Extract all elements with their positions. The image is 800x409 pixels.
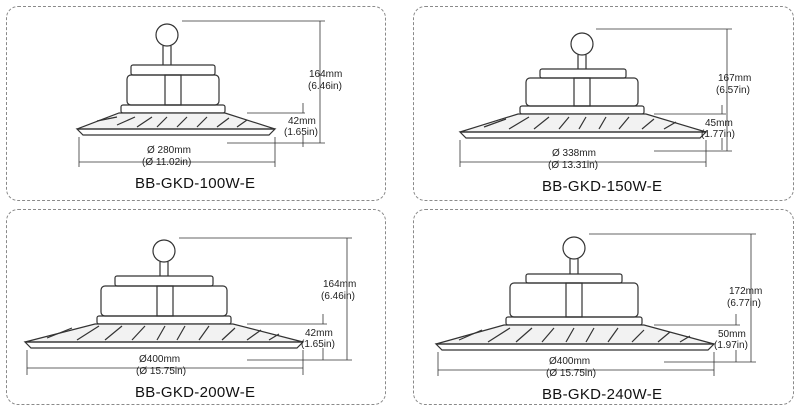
dimension-lines [437,233,756,376]
lamp-illustration [75,23,277,136]
height-mm-label: 172mm [729,286,763,297]
diameter-in-label: (Ø 11.02in) [142,157,192,168]
height-in-label: (6.57in) [716,85,750,96]
dimension-lines [459,28,732,167]
diameter-mm-label: Ø 280mm [147,145,191,156]
height-mm-label: 164mm [323,279,357,290]
base-in-label: (1.97in) [714,340,748,351]
diameter-in-label: (Ø 15.75in) [546,368,597,379]
lamp-illustration [458,32,708,139]
dimension-lines [26,237,352,375]
product-panel-240w: 172mm (6.77in) 50mm (1.97in) Ø400mm (Ø 1… [413,209,794,405]
product-panel-100w: 164mm (6.46in) 42mm (1.65in) Ø 280mm (Ø … [6,6,386,201]
diameter-mm-label: Ø 338mm [552,148,596,159]
product-panel-150w: 167mm (6.57in) 45mm (1.77in) Ø 338mm (Ø … [413,6,794,201]
lamp-drawing [458,28,732,167]
base-mm-label: 42mm [305,328,333,339]
lamp-illustration [23,239,305,349]
diameter-mm-label: Ø400mm [139,354,181,365]
height-in-label: (6.46in) [308,81,342,92]
diameter-in-label: (Ø 13.31in) [548,160,599,171]
diameter-mm-label: Ø400mm [549,356,591,367]
height-mm-label: 167mm [718,73,752,84]
diameter-in-label: (Ø 15.75in) [136,366,187,377]
height-in-label: (6.77in) [727,298,761,309]
base-in-label: (1.77in) [701,129,735,140]
height-in-label: (6.46in) [321,291,355,302]
lamp-drawing [23,237,352,375]
model-name: BB-GKD-150W-E [542,178,663,195]
model-name: BB-GKD-240W-E [542,386,663,403]
base-in-label: (1.65in) [284,127,318,138]
dimension-lines [78,20,325,167]
base-mm-label: 50mm [718,329,746,340]
base-mm-label: 45mm [705,118,733,129]
model-name: BB-GKD-200W-E [135,384,256,401]
base-mm-label: 42mm [288,116,316,127]
product-panel-200w: 164mm (6.46in) 42mm (1.65in) Ø400mm (Ø 1… [6,209,386,405]
lamp-drawing [75,20,325,167]
lamp-illustration [434,236,716,351]
base-in-label: (1.65in) [301,339,335,350]
lamp-drawing [434,233,756,376]
model-name: BB-GKD-100W-E [135,175,256,192]
height-mm-label: 164mm [309,69,343,80]
